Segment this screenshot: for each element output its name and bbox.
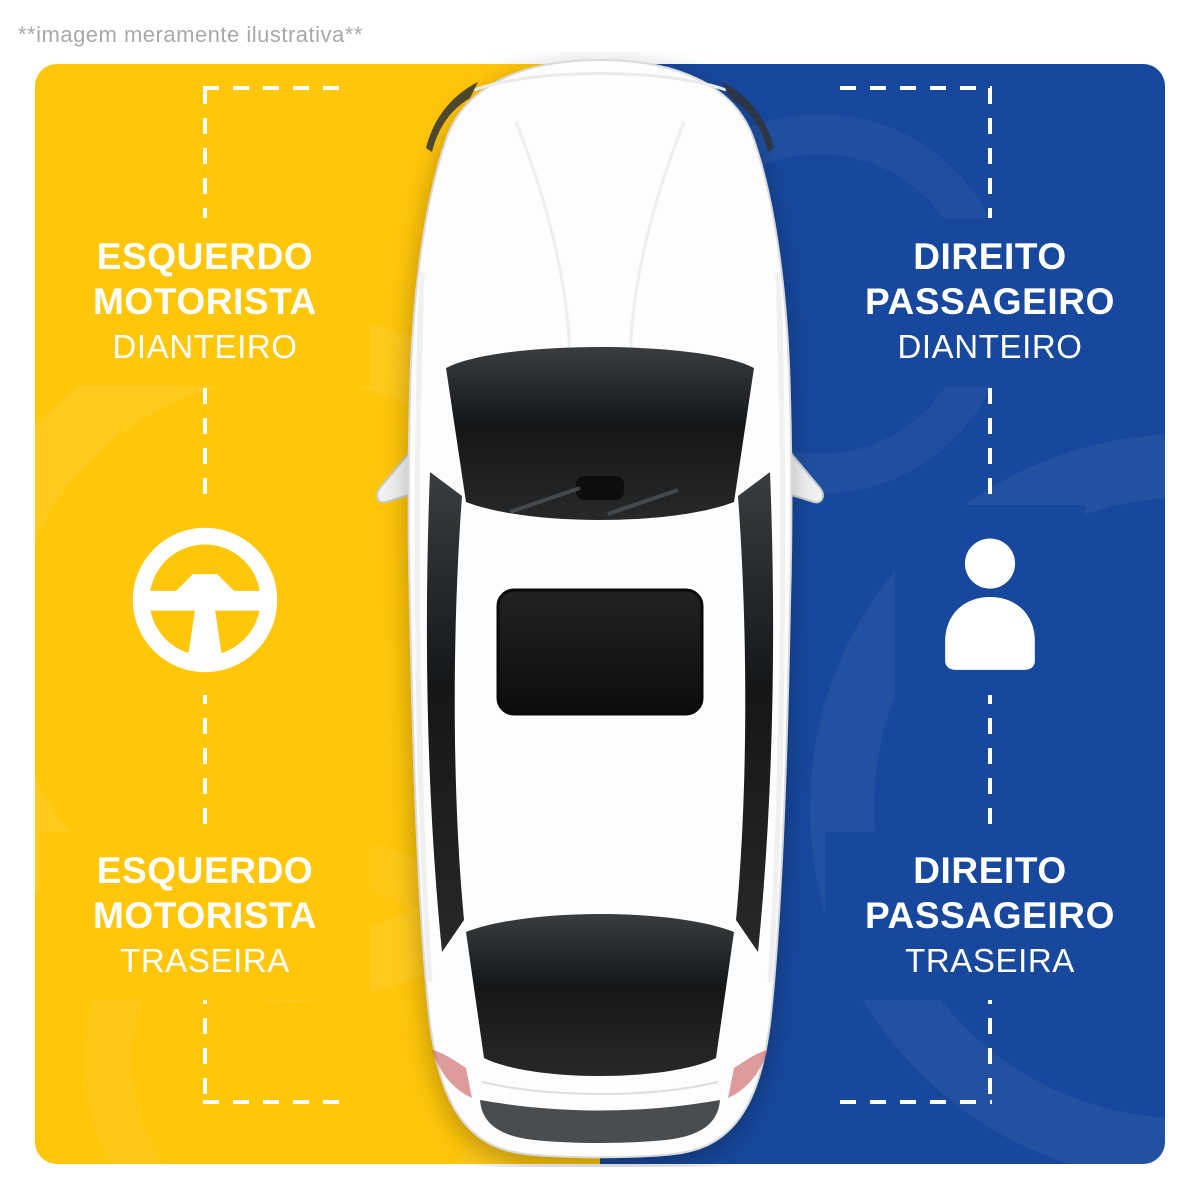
label-line: TRASEIRA [120,942,290,979]
label-line: PASSAGEIRO [865,895,1115,936]
label-line: DIREITO [913,850,1067,891]
label-line: MOTORISTA [93,895,317,936]
person-icon [895,505,1085,695]
label-right-front: DIREITO PASSAGEIRO DIANTEIRO [825,218,1155,386]
label-line: TRASEIRA [905,942,1075,979]
label-line: DIANTEIRO [897,328,1083,365]
label-left-front: ESQUERDO MOTORISTA DIANTEIRO [40,218,370,386]
label-left-rear: ESQUERDO MOTORISTA TRASEIRA [40,832,370,1000]
label-line: PASSAGEIRO [865,281,1115,322]
label-line: ESQUERDO [96,236,314,277]
label-line: DIREITO [913,236,1067,277]
label-line: ESQUERDO [96,850,314,891]
label-line: DIANTEIRO [112,328,298,365]
label-right-rear: DIREITO PASSAGEIRO TRASEIRA [825,832,1155,1000]
dashed-guide-left-bottom [203,1100,353,1104]
steering-wheel-icon [110,505,300,695]
dashed-guide-left-top [203,86,353,90]
dashed-guide-right-bottom [840,1100,992,1104]
dashed-guide-right-top [840,86,992,90]
label-line: MOTORISTA [93,281,317,322]
disclaimer-text: **imagem meramente ilustrativa** [18,22,363,47]
